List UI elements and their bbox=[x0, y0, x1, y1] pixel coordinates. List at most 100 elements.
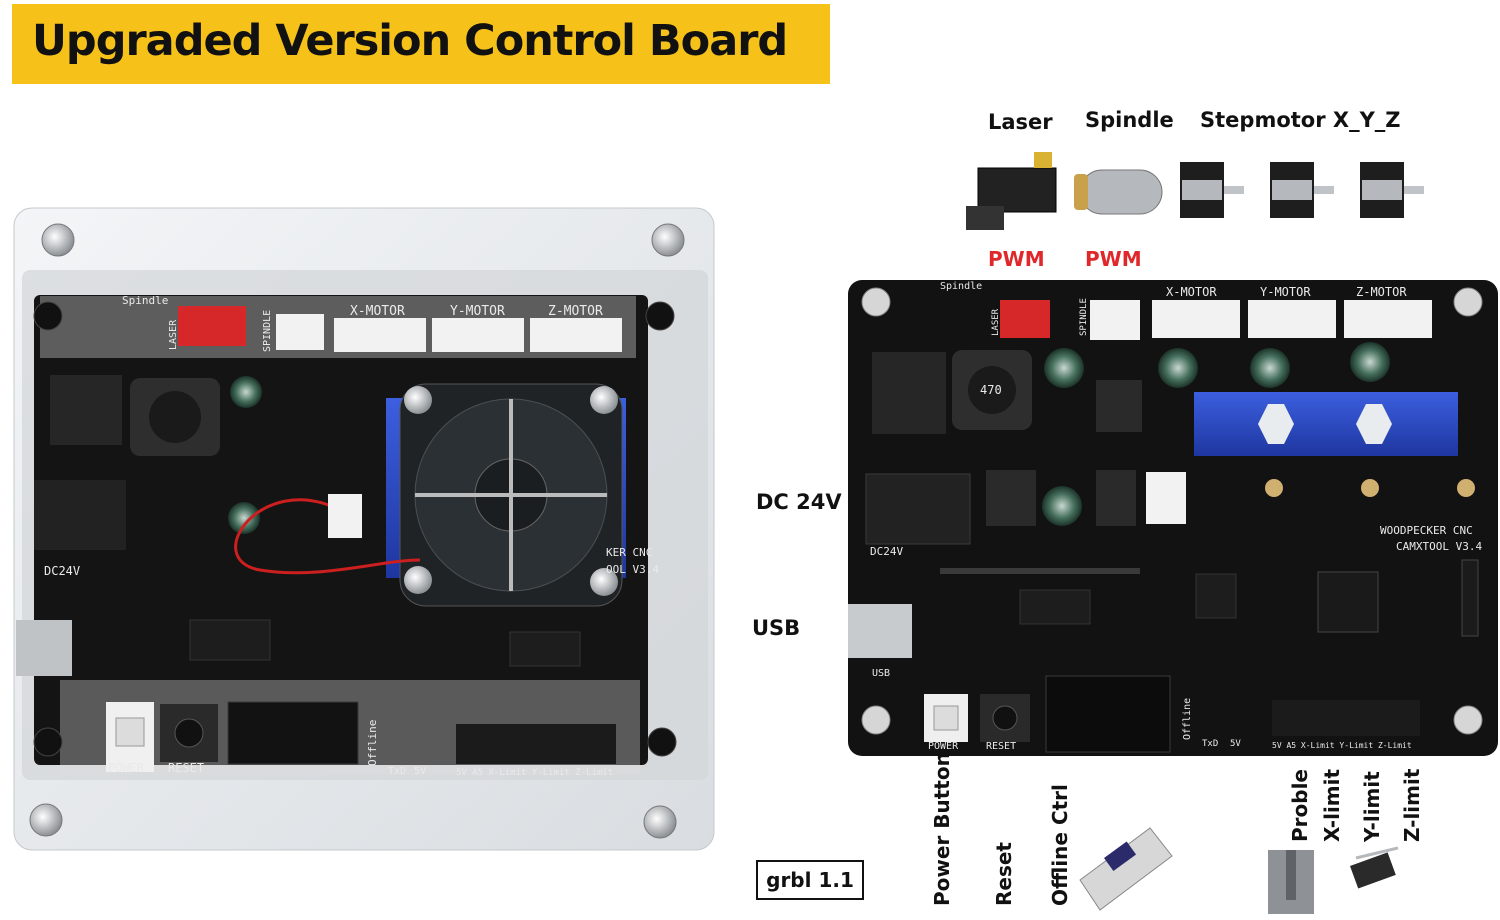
screw-icon bbox=[404, 386, 432, 414]
y-motor-connector bbox=[1248, 300, 1336, 338]
regulator-chip bbox=[872, 352, 946, 434]
heatsink-pad bbox=[1356, 404, 1392, 444]
x-motor-silk: X-MOTOR bbox=[350, 304, 405, 319]
z-motor-silk: Z-MOTOR bbox=[548, 304, 603, 319]
limit-pin-header bbox=[456, 724, 616, 764]
banner-title: Upgraded Version Control Board bbox=[32, 16, 788, 66]
spindle-motor-icon bbox=[1074, 169, 1163, 215]
reset-silk: RESET bbox=[986, 741, 1016, 752]
usb-label: USB bbox=[752, 616, 801, 640]
x-motor-connector bbox=[334, 318, 426, 352]
grbl-version-badge: grbl 1.1 bbox=[756, 860, 864, 900]
txd-silk: TxD bbox=[1202, 739, 1218, 749]
laser-module-icon bbox=[966, 152, 1057, 230]
y-limit-label: Y-limit bbox=[1360, 771, 1384, 842]
limit-silk: 5V A5 X-Limit Y-Limit Z-Limit bbox=[456, 768, 613, 778]
chip bbox=[509, 631, 581, 667]
offline-ctrl-label: Offline Ctrl bbox=[1048, 784, 1072, 906]
screw-icon bbox=[643, 805, 677, 839]
power-silk: POWER bbox=[928, 741, 959, 752]
capacitor-icon bbox=[230, 376, 262, 408]
trimpot-icon bbox=[1361, 479, 1379, 497]
x-motor-silk: X-MOTOR bbox=[1166, 285, 1217, 299]
limit-pin-header bbox=[1272, 700, 1420, 736]
offline-header bbox=[227, 701, 359, 765]
dc24v-silk: DC24V bbox=[870, 545, 903, 558]
stepper-motor-icon bbox=[1180, 162, 1244, 218]
power-silk: POWER bbox=[108, 761, 145, 775]
offline-controller-icon bbox=[1079, 827, 1173, 911]
spindle-silk: Spindle bbox=[940, 281, 982, 292]
screw-icon bbox=[590, 386, 618, 414]
dc-jack bbox=[34, 480, 126, 550]
reset-silk: RESET bbox=[168, 761, 204, 775]
inductor-silk: 470 bbox=[980, 383, 1002, 397]
mosfet bbox=[1096, 470, 1136, 526]
y-motor-silk: Y-MOTOR bbox=[450, 304, 505, 319]
dc24v-silk: DC24V bbox=[44, 564, 80, 578]
spindle-silk: Spindle bbox=[122, 294, 168, 307]
offline-header bbox=[1045, 675, 1171, 753]
capacitor-icon bbox=[1158, 348, 1198, 388]
stepper-motor-icon bbox=[1270, 162, 1334, 218]
stepmotor-label: Stepmotor X_Y_Z bbox=[1200, 108, 1401, 132]
mount-hole-icon bbox=[647, 727, 677, 757]
inductor-core bbox=[968, 366, 1016, 414]
mount-hole-icon bbox=[1453, 287, 1483, 317]
mount-hole-icon bbox=[861, 287, 891, 317]
mcu-chip bbox=[1317, 571, 1379, 633]
mount-hole-icon bbox=[1453, 705, 1483, 735]
power-button-cap bbox=[115, 717, 145, 747]
spindle-connector bbox=[276, 314, 324, 350]
laser-pwm-label: PWM bbox=[988, 247, 1045, 271]
usb-silk: USB bbox=[872, 668, 890, 679]
right-board: Spindle LASER SPINDLE X-MOTOR Y-MOTOR Z-… bbox=[848, 280, 1498, 756]
z-limit-label: Z-limit bbox=[1400, 768, 1424, 842]
txd-silk: TxD bbox=[388, 766, 406, 777]
laser-connector bbox=[1000, 300, 1050, 338]
laser-silk: LASER bbox=[991, 308, 1001, 336]
dc24v-label: DC 24V bbox=[756, 490, 842, 514]
z-motor-silk: Z-MOTOR bbox=[1356, 285, 1407, 299]
z-motor-connector bbox=[1344, 300, 1432, 338]
capacitor-icon bbox=[1042, 486, 1082, 526]
power-button-cap bbox=[933, 705, 959, 731]
mount-hole-icon bbox=[861, 705, 891, 735]
x-motor-connector bbox=[1152, 300, 1240, 338]
laser-connector bbox=[178, 306, 246, 346]
heatsink bbox=[1194, 392, 1458, 456]
usb-port bbox=[848, 604, 912, 658]
y-motor-silk: Y-MOTOR bbox=[1260, 285, 1311, 299]
laser-silk: LASER bbox=[168, 319, 179, 350]
capacitor-icon bbox=[1250, 348, 1290, 388]
5v-silk: 5V bbox=[1230, 739, 1241, 749]
pcb-trace bbox=[940, 568, 1140, 574]
heatsink-pad bbox=[1258, 404, 1294, 444]
dc-jack bbox=[865, 473, 971, 545]
reset-button-cap bbox=[174, 718, 204, 748]
title-banner: Upgraded Version Control Board bbox=[12, 4, 830, 84]
spindle-label: Spindle bbox=[1085, 108, 1174, 132]
capacitor-icon bbox=[1044, 348, 1084, 388]
fan-connector bbox=[328, 494, 362, 538]
offline-silk: Offline bbox=[366, 720, 379, 766]
spindle-pwm-label: PWM bbox=[1085, 247, 1142, 271]
z-motor-connector bbox=[530, 318, 622, 352]
spindle-vert-silk: SPINDLE bbox=[1079, 298, 1089, 336]
capacitor-icon bbox=[228, 502, 260, 534]
mount-hole-icon bbox=[33, 727, 63, 757]
inductor-core bbox=[149, 391, 201, 443]
probe-icon bbox=[1268, 850, 1314, 914]
mosfet bbox=[1096, 380, 1142, 432]
brand-silk: KER CNC bbox=[606, 546, 652, 559]
screw-icon bbox=[590, 568, 618, 596]
offline-silk: Offline bbox=[1182, 698, 1193, 740]
limit-silk: 5V A5 X-Limit Y-Limit Z-Limit bbox=[1272, 741, 1412, 750]
chip bbox=[189, 619, 271, 661]
chip bbox=[1195, 573, 1237, 619]
trimpot-icon bbox=[1265, 479, 1283, 497]
mosfet bbox=[986, 470, 1036, 526]
fan-wire bbox=[234, 498, 421, 575]
spindle-vert-silk: SPINDLE bbox=[262, 310, 273, 352]
